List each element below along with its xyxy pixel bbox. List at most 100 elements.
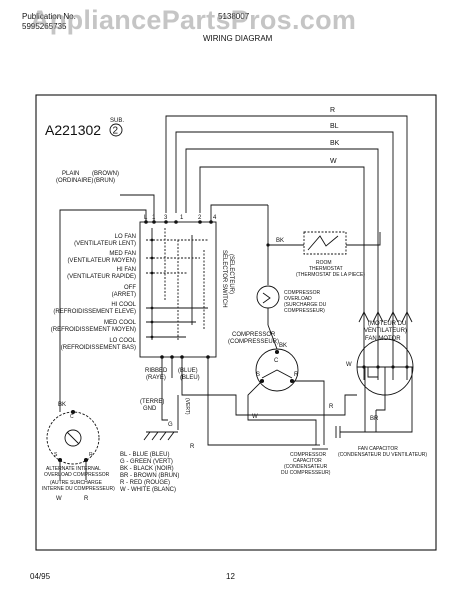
ribbed-label: RIBBED (145, 368, 168, 374)
comp-cap-label: COMPRESSOR (290, 452, 327, 458)
alt-overload-label-2: OVERLOAD COMPRESSOR (44, 472, 110, 478)
model-number: A221302 (45, 122, 101, 138)
alt-overload-fr-2: INTERNE DU COMPRESSEUR) (42, 486, 115, 492)
fan-cap-fr: (CONDENSATEUR DU VENTILATEUR) (338, 452, 427, 458)
wire-white-fan (235, 394, 357, 416)
footer-date: 04/95 (30, 572, 51, 581)
ground-fr: (TERRE) (140, 399, 164, 405)
wire-label-bl: BL (330, 123, 339, 130)
wire-label-r: R (330, 107, 335, 114)
terminal-3: 3 (164, 215, 168, 221)
sub-number: 2 (113, 126, 119, 137)
alt-terminal-c: C (70, 414, 74, 420)
wire-white (199, 166, 365, 380)
fan-motor-label: FAN MOTOR (365, 336, 401, 342)
legend-br: BR - BROWN (BRUN) (120, 473, 179, 479)
alt-w: W (56, 496, 62, 502)
comp-cap-fr-2: DU COMPRESSEUR) (281, 470, 331, 476)
alt-overload-fr: (AUTRE SURCHARGE (50, 480, 103, 486)
diagram-border (35, 94, 437, 551)
pos-off-fr: (ARRET) (112, 292, 136, 298)
comp-terminal-s: S (256, 372, 260, 378)
thermostat-fr: (THERMOSTAT DE LA PIECE) (296, 272, 365, 278)
overload-label-2: OVERLOAD (284, 296, 312, 302)
overload-fr: (SURCHARGE DU (284, 302, 327, 308)
wire-blue (175, 131, 394, 380)
brown-fr: (BRUN) (94, 178, 115, 184)
wire-thermostat-in (267, 205, 304, 246)
pos-lo-cool: LO COOL (109, 338, 136, 344)
wire-red-cap (292, 380, 325, 432)
part-number: 5138007 (218, 12, 250, 21)
pos-med-cool: MED COOL (104, 320, 137, 326)
diagram-title: WIRING DIAGRAM (203, 34, 273, 43)
pos-hi-fan: HI FAN (117, 267, 136, 273)
wire-w-lower: W (252, 414, 258, 420)
wire-terminal-4 (210, 204, 268, 222)
comp-cap-label-2: CAPACITOR (293, 458, 322, 464)
legend-r: R - RED (ROUGE) (120, 480, 170, 486)
terminal-1b: 1 (180, 215, 184, 221)
legend-g: G - GREEN (VERT) (120, 459, 173, 465)
blue-fr: (BLEU) (180, 375, 200, 381)
compressor-fr: (COMPRESSEUR) (228, 339, 279, 345)
ground-gnd: GND (143, 406, 157, 412)
fan-motor-fr: (MOTEUR DU (368, 321, 406, 327)
terminal-2: 2 (198, 215, 202, 221)
publication-label: Publication No. (22, 12, 76, 21)
fan-w: W (346, 362, 352, 368)
alt-terminal-r: R (89, 452, 93, 458)
wire-r-bottom: R (190, 444, 195, 450)
overload-fr-2: COMPRESSEUR) (284, 308, 325, 314)
green-fr: (VERT) (184, 398, 190, 415)
comp-terminal-c: C (274, 358, 279, 364)
pos-lo-cool-fr: (REFROIDISSEMENT BAS) (61, 345, 136, 351)
pos-hi-cool-fr: (REFROIDISSEMENT ELEVE) (53, 309, 136, 315)
comp-cap-fr: (CONDENSATEUR (284, 464, 328, 470)
plain-fr: (ORDINAIRE) (56, 178, 93, 184)
selector-switch-label: SELECTOR SWITCH (221, 250, 227, 308)
alt-r: R (84, 496, 89, 502)
comp-bk: BK (279, 343, 287, 349)
pos-hi-fan-fr: (VENTILATEUR RAPIDE) (67, 274, 136, 280)
brown-label: (BROWN) (92, 171, 119, 177)
fan-motor-fr-2: VENTILATEUR) (364, 328, 407, 334)
selector-switch-box (139, 221, 217, 358)
wire-black (185, 148, 379, 380)
alt-overload-label: ALTERNATE INTERNAL (46, 466, 101, 472)
green-g: G (168, 422, 173, 428)
comp-terminal-r: R (294, 372, 299, 378)
pos-lo-fan: LO FAN (115, 234, 136, 240)
overload-label: COMPRESSOR (284, 290, 321, 296)
wire-fan-cap (340, 367, 413, 433)
wire-red-long (207, 357, 316, 446)
watermark: AppliancePartsPros.com (30, 5, 357, 35)
pos-lo-fan-fr: (VENTILATEUR LENT) (74, 241, 136, 247)
alt-terminal-s: S (54, 452, 58, 458)
compressor-label: COMPRESSOR (232, 332, 276, 338)
thermostat-label: THERMOSTAT (309, 266, 343, 272)
blue-label: (BLUE) (178, 368, 198, 374)
terminal-1: 1 (152, 215, 156, 221)
terminal-4: 4 (213, 215, 217, 221)
pos-med-fan: MED FAN (109, 251, 136, 257)
wire-r-lower: R (329, 404, 334, 410)
pos-hi-cool: HI COOL (111, 302, 136, 308)
wire-label-w: W (330, 158, 337, 165)
selector-switch-fr: (SELECTEUR) (228, 254, 234, 294)
legend-bl: BL - BLUE (BLEU) (120, 452, 169, 458)
wire-br: BR (370, 416, 379, 422)
legend-bk: BK - BLACK (NOIR) (120, 466, 174, 472)
room-thermostat (303, 231, 347, 255)
pos-med-cool-fr: (REFROIDISSEMENT MOYEN) (51, 327, 136, 333)
wire-red (165, 115, 408, 380)
wire-white-cap (247, 380, 317, 432)
wire-brown (120, 194, 155, 222)
ribbed-fr: (RAYE) (146, 375, 166, 381)
pos-med-fan-fr: (VENTILATEUR MOYEN) (67, 258, 136, 264)
alt-bk: BK (58, 402, 66, 408)
wire-blue-bottom (181, 357, 237, 405)
publication-number: 5995265735 (22, 22, 67, 31)
